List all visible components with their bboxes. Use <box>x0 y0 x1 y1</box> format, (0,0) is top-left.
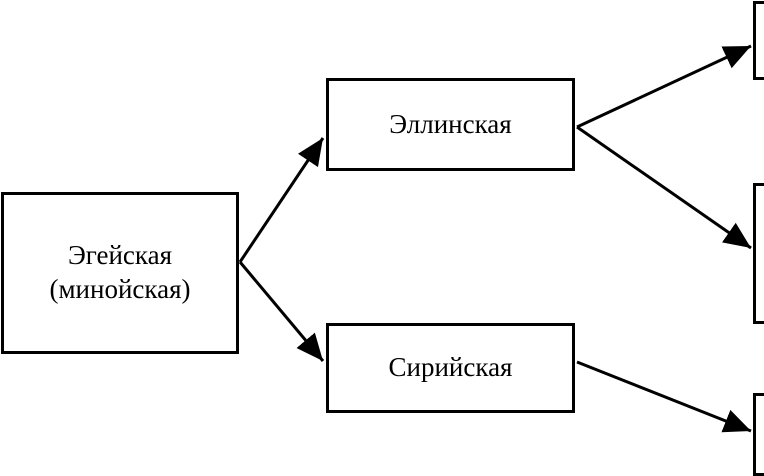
civilization-box-bottom-right-cropped <box>753 393 764 476</box>
arrow-aegean-to-hellenic <box>238 137 325 263</box>
arrow-hellenic-to-middle-right <box>576 125 752 250</box>
arrow-aegean-to-syriac <box>238 261 325 362</box>
aegean-label-line2: (минойская) <box>49 274 191 304</box>
civilization-box-hellenic: Эллинская <box>326 78 575 171</box>
civilization-box-middle-right-cropped <box>753 183 764 324</box>
hellenic-label: Эллинская <box>389 108 512 139</box>
civilization-box-syriac: Сирийская <box>326 323 575 413</box>
arrow-hellenic-to-top-right <box>576 44 752 129</box>
aegean-label-line1: Эгейская <box>67 240 173 271</box>
syriac-label: Сирийская <box>388 352 513 383</box>
arrow-syriac-to-bottom-right <box>576 360 752 433</box>
civilization-box-top-right-cropped <box>753 1 764 80</box>
civilization-box-aegean: Эгейская (минойская) <box>1 192 239 354</box>
